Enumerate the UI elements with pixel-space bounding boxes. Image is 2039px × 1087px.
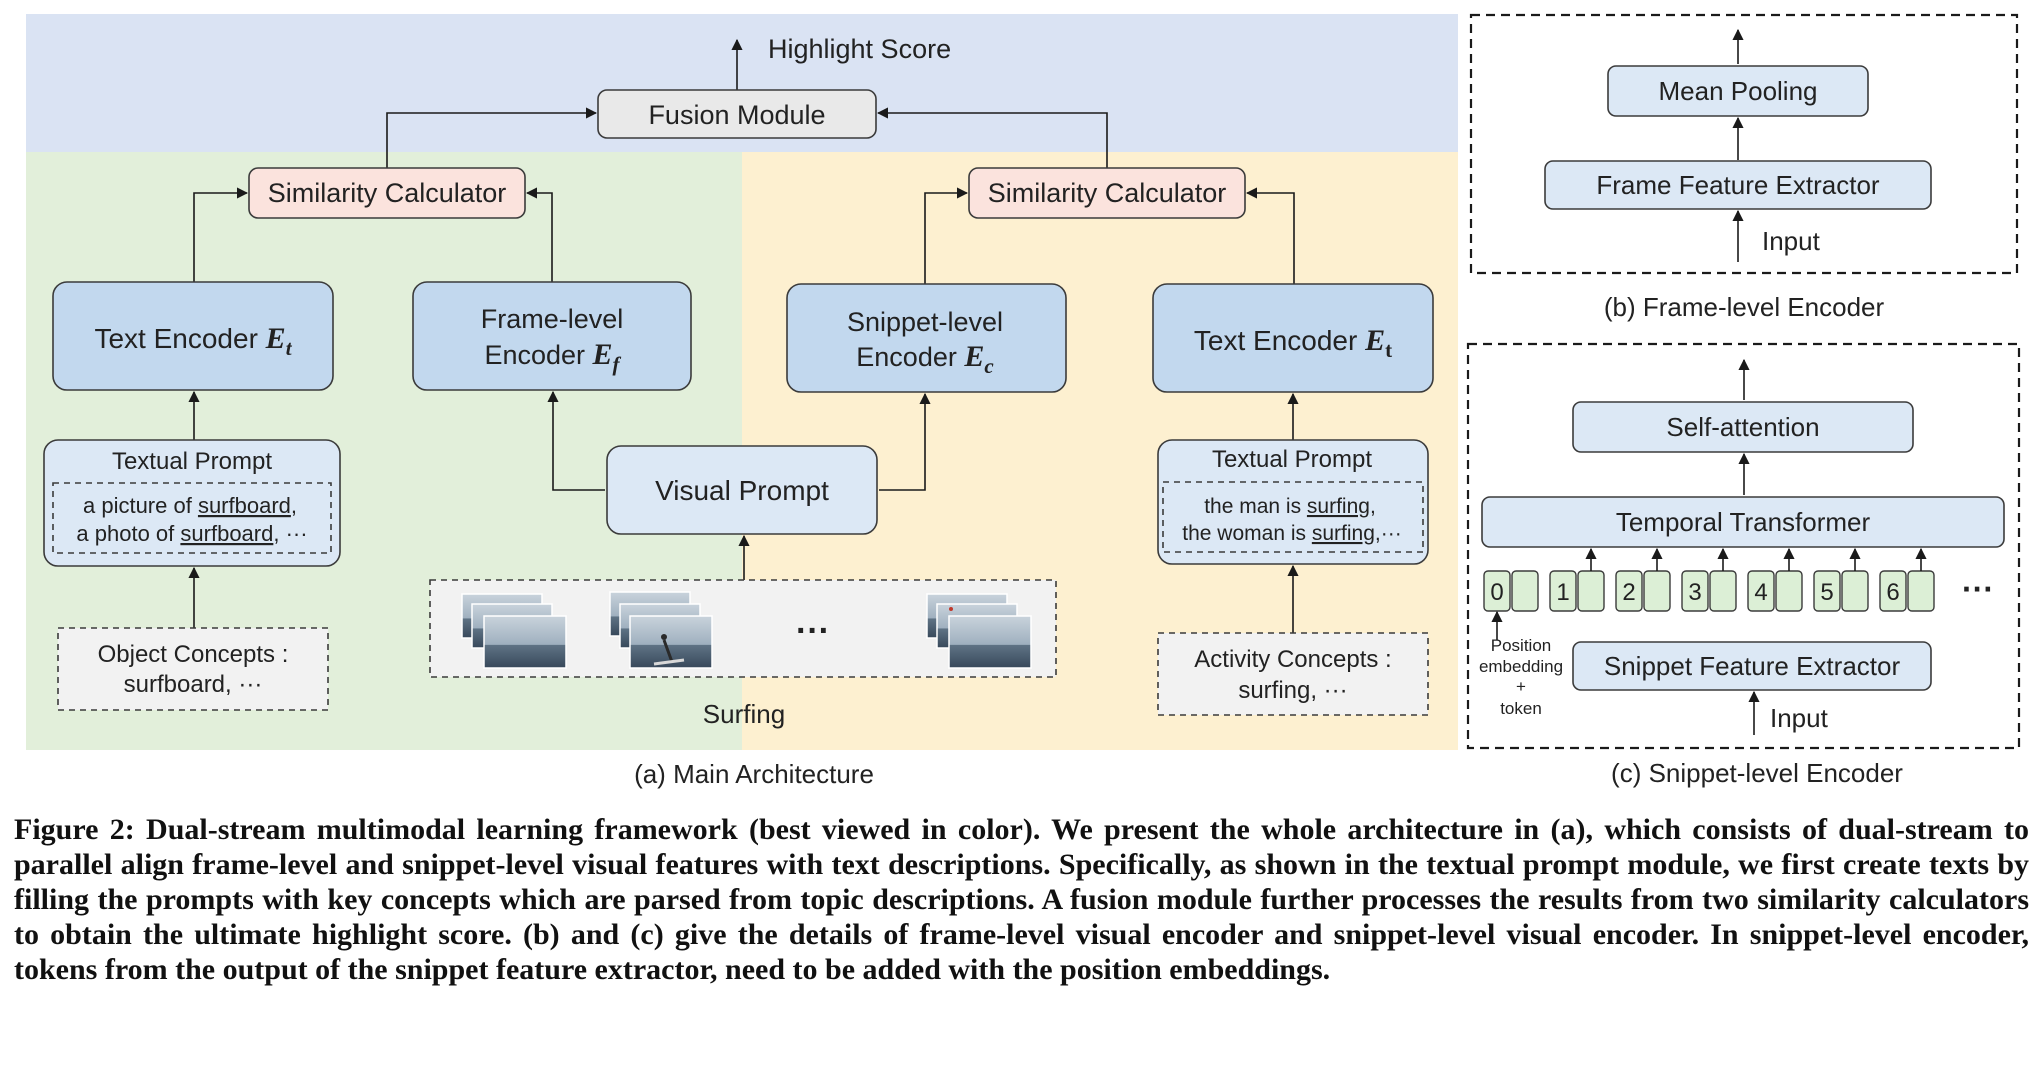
- highlight-score-label: Highlight Score: [768, 34, 951, 64]
- text-encoder-left: [52, 281, 334, 391]
- snippet-input-label: Input: [1770, 703, 1829, 733]
- frame-stack-2: [609, 591, 713, 669]
- fusion-module: [597, 89, 877, 139]
- position-index-0: 0: [1490, 579, 1503, 606]
- snippet-token-3: [1709, 570, 1737, 612]
- position-index-3: 3: [1688, 579, 1701, 606]
- similarity-calculator-left-label: Similarity Calculator: [268, 178, 507, 208]
- snippet-feature-extractor-label: Snippet Feature Extractor: [1604, 651, 1901, 681]
- snippet-token-5: [1841, 570, 1869, 612]
- text-encoder-right-label: Text Encoder Et: [1194, 324, 1392, 362]
- textual-prompt-left: [43, 439, 341, 567]
- mean-pooling-label: Mean Pooling: [1659, 76, 1818, 106]
- position-index-2: 2: [1622, 579, 1635, 606]
- position-index-1: 1: [1556, 579, 1569, 606]
- snippet-token-0: [1511, 570, 1539, 612]
- snippet-level-encoder-caption: (c) Snippet-level Encoder: [1611, 758, 1903, 788]
- similarity-calculator-left: [248, 167, 526, 219]
- textual-prompt-left-examples: [52, 482, 332, 554]
- textual-prompt-left-line1: a picture of surfboard,: [83, 493, 297, 518]
- textual-prompt-left-title: Textual Prompt: [112, 448, 272, 475]
- activity-concepts-line2: surfing, ···: [1238, 677, 1347, 704]
- textual-prompt-right-line1: the man is surfing,: [1204, 495, 1376, 518]
- text-encoder-left-label: Text Encoder Et: [94, 322, 292, 360]
- snippet-feature-extractor: [1572, 641, 1932, 691]
- frame-feature-extractor-label: Frame Feature Extractor: [1596, 170, 1880, 200]
- snippet-token-6: [1907, 570, 1935, 612]
- temporal-transformer-label: Temporal Transformer: [1616, 507, 1871, 537]
- object-concepts: [57, 627, 329, 711]
- position-embedding-1: [1549, 570, 1577, 612]
- temporal-transformer: [1481, 496, 2005, 548]
- mean-pooling: [1607, 65, 1869, 117]
- tokens-ellipsis: ···: [1962, 571, 1994, 607]
- fusion-module-label: Fusion Module: [648, 100, 825, 130]
- position-embedding-3: [1681, 570, 1709, 612]
- snippet-level-encoder-panel: [1466, 342, 2021, 750]
- position-note-line3: +: [1516, 677, 1526, 696]
- frames-ellipsis: ···: [796, 612, 830, 650]
- main-architecture-caption: (a) Main Architecture: [634, 759, 874, 789]
- textual-prompt-right: [1157, 439, 1429, 565]
- textual-prompt-right-title: Textual Prompt: [1212, 446, 1372, 473]
- frame-stack-3: [926, 593, 1032, 669]
- position-embedding-2: [1615, 570, 1643, 612]
- frame-level-encoder: [412, 281, 692, 391]
- token-row: 0 1 2 3 4 5 6: [1483, 547, 1935, 612]
- frame-feature-extractor: [1544, 160, 1932, 210]
- frame-level-encoder-panel: [1469, 13, 2019, 275]
- self-attention-label: Self-attention: [1666, 412, 1819, 442]
- activity-concepts: [1157, 632, 1429, 716]
- object-concepts-line2: surfboard, ···: [124, 671, 263, 698]
- self-attention: [1572, 401, 1914, 453]
- snippet-token-4: [1775, 570, 1803, 612]
- object-concepts-line1: Object Concepts :: [98, 641, 289, 668]
- snippet-level-encoder-line2: Encoder Ec: [856, 340, 994, 378]
- snippet-level-encoder: [786, 283, 1067, 393]
- position-note-line2: embedding: [1479, 657, 1563, 676]
- position-note-line4: token: [1500, 699, 1542, 718]
- snippet-level-encoder-line1: Snippet-level: [847, 307, 1003, 337]
- textual-prompt-left-line2: a photo of surfboard, ···: [76, 521, 307, 546]
- frame-stack-1: [461, 593, 567, 669]
- text-encoder-right: [1152, 283, 1434, 393]
- position-index-6: 6: [1886, 579, 1899, 606]
- similarity-calculator-right: [968, 167, 1246, 219]
- snippet-token-1: [1577, 570, 1605, 612]
- position-embedding-4: [1747, 570, 1775, 612]
- textual-prompt-right-line2: the woman is surfing,···: [1182, 522, 1401, 545]
- visual-prompt: [606, 445, 878, 535]
- position-note-line1: Position: [1491, 636, 1551, 655]
- frame-level-encoder-line2: Encoder Ef: [484, 338, 621, 376]
- snippet-token-2: [1643, 570, 1671, 612]
- frame-level-encoder-line1: Frame-level: [481, 304, 624, 334]
- position-index-5: 5: [1820, 579, 1833, 606]
- position-index-4: 4: [1754, 579, 1767, 606]
- position-embedding-6: [1879, 570, 1907, 612]
- frame-level-encoder-caption: (b) Frame-level Encoder: [1604, 292, 1885, 322]
- visual-prompt-label: Visual Prompt: [655, 475, 829, 506]
- position-embedding-5: [1813, 570, 1841, 612]
- video-label: Surfing: [703, 699, 785, 729]
- activity-concepts-line1: Activity Concepts :: [1194, 646, 1391, 673]
- similarity-calculator-right-label: Similarity Calculator: [988, 178, 1227, 208]
- frame-input-label: Input: [1762, 226, 1821, 256]
- architecture-diagram: Highlight Score Fusion Module Similarity…: [26, 13, 2021, 789]
- figure-caption: Figure 2: Dual-stream multimodal learnin…: [14, 813, 2029, 986]
